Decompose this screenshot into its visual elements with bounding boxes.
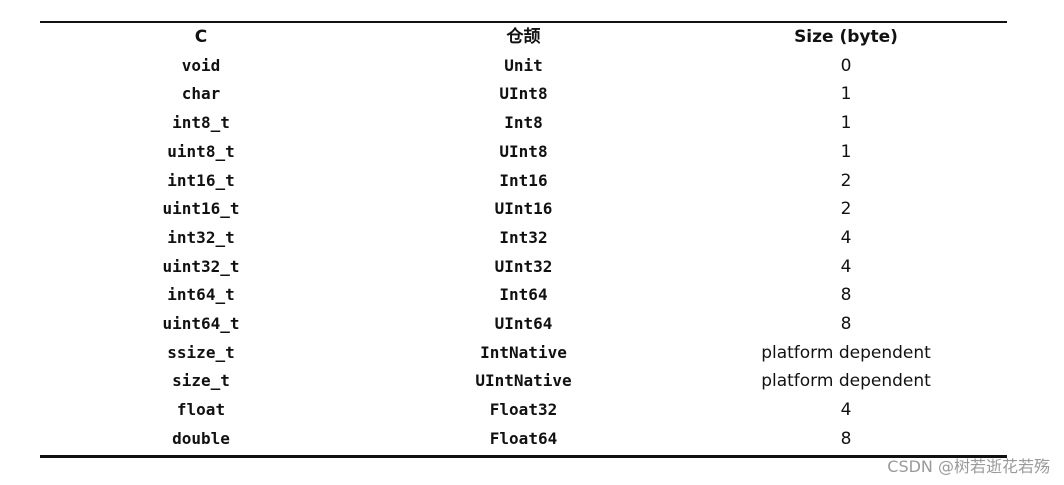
size-cell: 2 <box>840 170 852 191</box>
header-size: Size (byte) <box>794 27 898 47</box>
cangjie-type-cell: UInt32 <box>494 256 553 276</box>
cangjie-type-cell: Float64 <box>489 428 558 448</box>
c-type-cell: double <box>172 428 230 448</box>
table-row: char UInt8 1 <box>40 80 1007 109</box>
table-row: int32_t Int32 4 <box>40 224 1007 253</box>
table-row: int8_t Int8 1 <box>40 109 1007 138</box>
table-bottom-rule <box>40 454 1007 458</box>
table-row: uint8_t UInt8 1 <box>40 138 1007 167</box>
table-body: void Unit 0 char UInt8 1 int8_t Int8 1 u… <box>40 52 1007 454</box>
cangjie-type-cell: Int8 <box>504 113 543 133</box>
watermark: CSDN @树若逝花若殇 <box>887 457 1050 476</box>
header-c: C <box>194 27 208 47</box>
size-cell: 8 <box>840 314 852 335</box>
size-cell: platform dependent <box>761 371 931 392</box>
size-cell: 4 <box>840 400 852 421</box>
cangjie-type-cell: Unit <box>504 55 543 75</box>
table-row: int16_t Int16 2 <box>40 167 1007 196</box>
c-type-cell: uint64_t <box>162 314 240 334</box>
cangjie-type-cell: Int32 <box>499 227 548 247</box>
cangjie-type-cell: UInt16 <box>494 199 553 219</box>
c-type-cell: float <box>176 400 226 420</box>
size-cell: 1 <box>840 141 852 162</box>
size-cell: 1 <box>840 113 852 134</box>
table-row: size_t UIntNative platform dependent <box>40 367 1007 396</box>
c-type-cell: size_t <box>172 371 230 391</box>
cangjie-type-cell: UIntNative <box>475 371 572 391</box>
c-type-cell: uint8_t <box>167 141 235 161</box>
table-row: uint64_t UInt64 8 <box>40 310 1007 339</box>
size-cell: 8 <box>840 428 852 449</box>
table-row: int64_t Int64 8 <box>40 281 1007 310</box>
c-type-cell: ssize_t <box>167 342 235 362</box>
c-type-cell: void <box>181 55 221 75</box>
cangjie-type-cell: Float32 <box>489 400 558 420</box>
cangjie-type-cell: Int16 <box>499 170 548 190</box>
c-type-cell: uint32_t <box>162 256 240 276</box>
size-cell: 0 <box>840 55 852 76</box>
table-row: void Unit 0 <box>40 52 1007 81</box>
size-cell: 8 <box>840 285 852 306</box>
cangjie-type-cell: Int64 <box>499 285 548 305</box>
table-header-row: C 仓颉 Size (byte) <box>40 23 1007 52</box>
type-mapping-table: C 仓颉 Size (byte) void Unit 0 char UInt8 … <box>40 23 1007 454</box>
c-type-cell: int32_t <box>167 227 235 247</box>
table-row: uint32_t UInt32 4 <box>40 253 1007 282</box>
table-top-rule <box>40 21 1007 23</box>
cangjie-type-cell: IntNative <box>480 342 567 362</box>
c-type-cell: char <box>181 84 221 104</box>
size-cell: platform dependent <box>761 342 931 363</box>
size-cell: 2 <box>840 199 852 220</box>
c-type-cell: int16_t <box>167 170 235 190</box>
size-cell: 4 <box>840 227 852 248</box>
header-cangjie: 仓颉 <box>506 27 541 47</box>
c-type-cell: uint16_t <box>162 199 240 219</box>
c-type-cell: int64_t <box>167 285 235 305</box>
size-cell: 1 <box>840 84 852 105</box>
cangjie-type-cell: UInt8 <box>499 84 548 104</box>
type-mapping-table-container: C 仓颉 Size (byte) void Unit 0 char UInt8 … <box>40 21 1007 458</box>
table-row: double Float64 8 <box>40 425 1007 454</box>
table-row: float Float32 4 <box>40 396 1007 425</box>
c-type-cell: int8_t <box>172 113 230 133</box>
cangjie-type-cell: UInt8 <box>499 141 548 161</box>
table-row: ssize_t IntNative platform dependent <box>40 339 1007 368</box>
size-cell: 4 <box>840 256 852 277</box>
cangjie-type-cell: UInt64 <box>494 314 553 334</box>
table-row: uint16_t UInt16 2 <box>40 195 1007 224</box>
